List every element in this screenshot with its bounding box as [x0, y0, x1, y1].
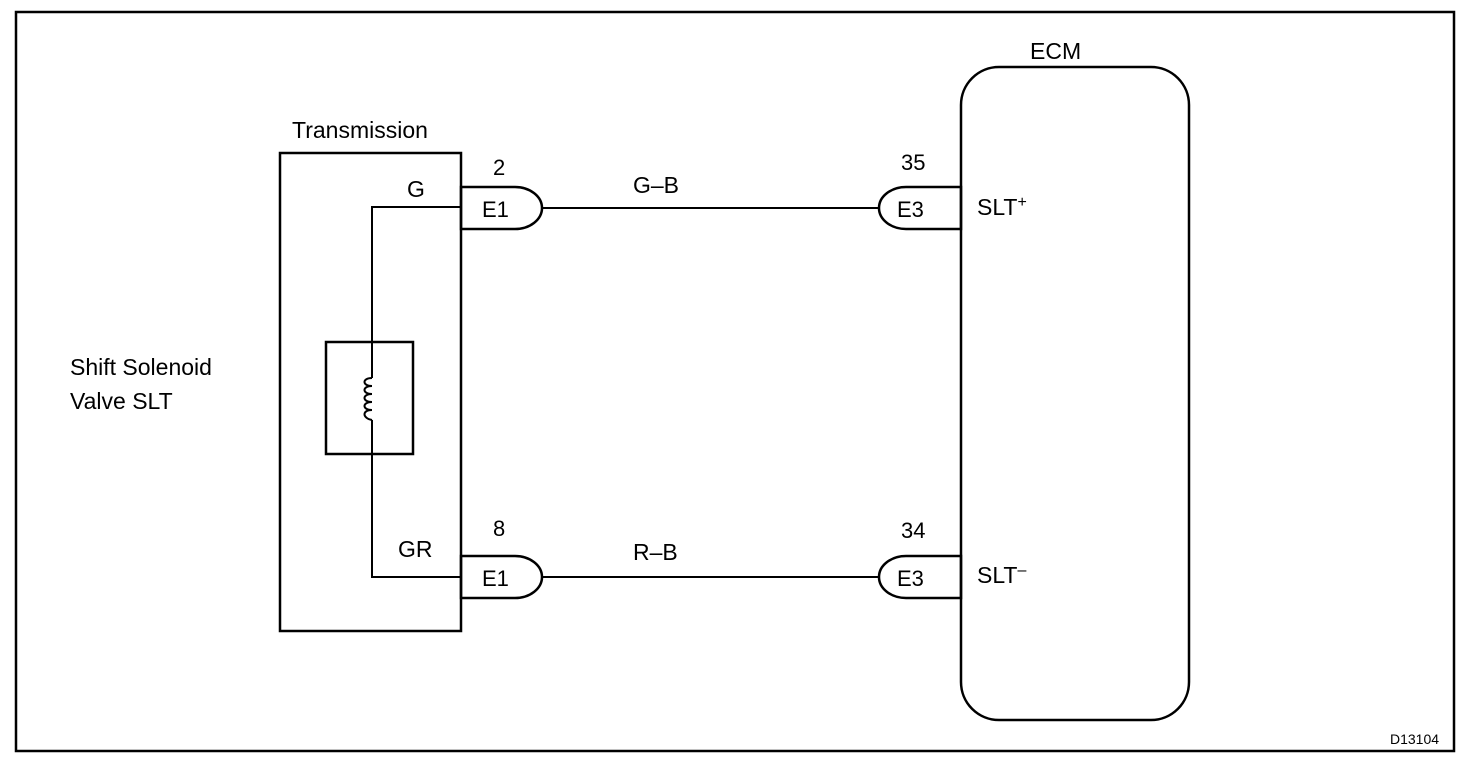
internal-wire-top — [371, 206, 461, 378]
ecm-terminal-slt-minus-base: SLT — [977, 562, 1017, 588]
transmission-label: Transmission — [292, 117, 428, 143]
ecm-box — [959, 65, 1191, 722]
ecm-terminal-slt-plus-base: SLT — [977, 194, 1017, 220]
connector-e3-bottom — [877, 554, 963, 600]
connector-e1-bottom-label: E1 — [482, 566, 509, 591]
wire-label-gr: GR — [398, 536, 433, 562]
ecm-terminal-slt-minus-sign: – — [1017, 562, 1026, 579]
connector-e1-top-pin: 2 — [493, 155, 505, 180]
connector-e3-top-label: E3 — [897, 197, 924, 222]
figure-code: D13104 — [1390, 731, 1439, 747]
connector-e3-bottom-pin: 34 — [901, 518, 925, 543]
ecm-terminal-slt-minus: SLT– — [977, 562, 1026, 588]
wire-label-g: G — [407, 176, 425, 202]
harness-label-gb: G–B — [633, 172, 679, 198]
ecm-terminal-slt-plus: SLT+ — [977, 194, 1027, 220]
connector-e1-top-label: E1 — [482, 197, 509, 222]
harness-label-rb: R–B — [633, 539, 678, 565]
connector-e3-top — [877, 185, 963, 231]
solenoid-label-line1: Shift Solenoid — [70, 354, 212, 380]
connector-e1-bottom — [459, 554, 544, 600]
solenoid-label-line2: Valve SLT — [70, 388, 173, 414]
internal-wire-bottom — [371, 420, 461, 578]
connector-e3-top-pin: 35 — [901, 150, 925, 175]
connector-e3-bottom-label: E3 — [897, 566, 924, 591]
connector-e1-top — [459, 185, 544, 231]
ecm-label: ECM — [1030, 38, 1081, 64]
ecm-terminal-slt-plus-sign: + — [1017, 194, 1026, 211]
transmission-box — [278, 151, 463, 633]
coil-icon — [363, 377, 373, 421]
connector-e1-bottom-pin: 8 — [493, 516, 505, 541]
diagram-frame — [14, 10, 1456, 753]
solenoid-box — [324, 340, 415, 456]
